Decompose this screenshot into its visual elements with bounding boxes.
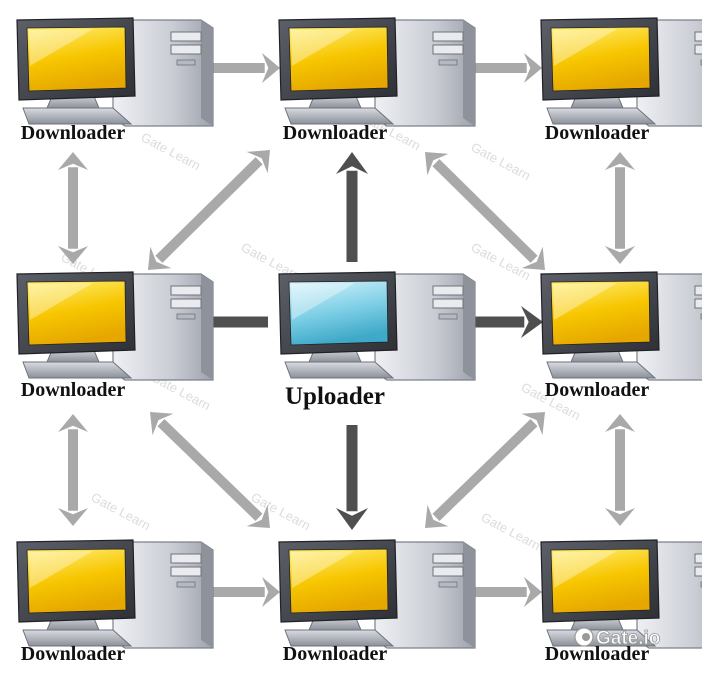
downloader-label-br: Downloader xyxy=(545,643,650,665)
downloader-computer-bc xyxy=(278,539,476,649)
monitor-base xyxy=(284,361,395,379)
arrow-ml-bl xyxy=(58,414,88,526)
drive-bay xyxy=(432,44,464,55)
monitor-base xyxy=(546,629,657,647)
arrow-tl-ml xyxy=(58,152,88,264)
drive-bay xyxy=(170,566,202,577)
tower-side xyxy=(201,20,213,126)
uploader-screen xyxy=(288,280,389,346)
floppy-slot xyxy=(176,581,196,588)
arrow-mr-bc xyxy=(425,412,545,528)
downloader-screen xyxy=(26,26,127,92)
downloader-computer-bl xyxy=(16,539,214,649)
screen-glare xyxy=(553,551,617,588)
watermark-text: Gate Learn xyxy=(139,129,203,173)
monitor-base xyxy=(284,629,395,647)
upload-arrow-down xyxy=(336,425,368,530)
drive-bay xyxy=(170,44,202,55)
downloader-screen xyxy=(288,26,389,92)
arrow-tc-mr xyxy=(425,152,545,270)
downloader-screen xyxy=(288,548,389,614)
drive-bay xyxy=(170,31,202,42)
arrow-tr-mr xyxy=(605,152,635,264)
downloader-label-ml: Downloader xyxy=(21,379,126,401)
drive-bay xyxy=(694,44,702,55)
tower-side xyxy=(463,274,475,380)
screen-glare xyxy=(553,283,617,320)
drive-bay xyxy=(694,566,702,577)
downloader-label-tc: Downloader xyxy=(283,122,388,144)
screen-glare xyxy=(291,29,355,66)
screen-glare xyxy=(29,283,93,320)
downloader-screen xyxy=(550,548,651,614)
monitor-base xyxy=(546,107,657,125)
tower-side xyxy=(463,20,475,126)
gate-logo-icon-inner xyxy=(582,633,590,641)
node-layer xyxy=(16,17,702,649)
downloader-computer-ml xyxy=(16,271,214,381)
drive-bay xyxy=(170,298,202,309)
gate-logo: Gate.io xyxy=(574,627,661,649)
uploader-label: Uploader xyxy=(285,383,385,410)
watermark-text: Gate Learn xyxy=(469,139,533,183)
screen-glare xyxy=(29,29,93,66)
drive-bay xyxy=(170,553,202,564)
downloader-screen xyxy=(26,548,127,614)
downloader-computer-mr xyxy=(540,271,702,381)
drive-bay xyxy=(432,566,464,577)
drive-bay xyxy=(694,553,702,564)
drive-bay xyxy=(694,298,702,309)
downloader-label-bc: Downloader xyxy=(283,643,388,665)
monitor-base xyxy=(284,107,395,125)
downloader-label-bl: Downloader xyxy=(21,643,126,665)
monitor-base xyxy=(22,361,133,379)
downloader-screen xyxy=(550,26,651,92)
screen-glare xyxy=(291,551,355,588)
uploader-computer xyxy=(278,271,476,381)
drive-bay xyxy=(432,285,464,296)
arrow-mr-br xyxy=(605,414,635,526)
drive-bay xyxy=(432,553,464,564)
arrow-ml-bc xyxy=(150,412,270,528)
floppy-slot xyxy=(438,313,458,320)
drive-bay xyxy=(170,285,202,296)
arrow-ml-tc xyxy=(148,150,270,270)
downloader-computer-tl xyxy=(16,17,214,127)
drive-bay xyxy=(694,285,702,296)
downloader-label-tl: Downloader xyxy=(21,122,126,144)
tower-side xyxy=(201,274,213,380)
monitor-base xyxy=(22,629,133,647)
tower-side xyxy=(201,542,213,648)
drive-bay xyxy=(694,31,702,42)
downloader-screen xyxy=(550,280,651,346)
floppy-slot xyxy=(176,59,196,66)
screen-glare xyxy=(553,29,617,66)
downloader-screen xyxy=(26,280,127,346)
watermark-text: Gate Learn xyxy=(479,509,543,553)
downloader-computer-br xyxy=(540,539,702,649)
upload-arrow-up xyxy=(336,152,368,262)
monitor-base xyxy=(546,361,657,379)
drive-bay xyxy=(432,298,464,309)
monitor-base xyxy=(22,107,133,125)
floppy-slot xyxy=(438,59,458,66)
tower-side xyxy=(463,542,475,648)
downloader-computer-tr xyxy=(540,17,702,127)
screen-glare xyxy=(29,551,93,588)
screen-glare xyxy=(291,283,355,320)
downloader-label-tr: Downloader xyxy=(545,122,650,144)
floppy-slot xyxy=(176,313,196,320)
drive-bay xyxy=(432,31,464,42)
gate-logo-text: Gate.io xyxy=(596,628,660,649)
downloader-label-mr: Downloader xyxy=(545,379,650,401)
floppy-slot xyxy=(438,581,458,588)
downloader-computer-tc xyxy=(278,17,476,127)
watermark-text: Gate Learn xyxy=(89,489,153,533)
